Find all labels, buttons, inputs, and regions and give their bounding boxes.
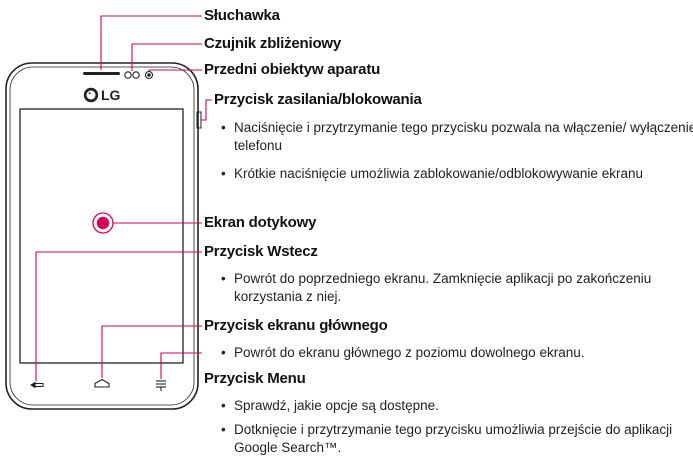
label-front-camera: Przedni obiektyw aparatu — [204, 61, 381, 78]
label-power-key: Przycisk zasilania/blokowania — [214, 91, 422, 108]
bullet-home-1: • Powrót do ekranu głównego z poziomu do… — [221, 344, 693, 362]
phone-screen — [19, 108, 184, 364]
menu-icon — [156, 380, 166, 391]
label-menu-key: Przycisk Menu — [204, 370, 306, 387]
bullet-menu-2: • Dotknięcie i przytrzymanie tego przyci… — [221, 421, 693, 457]
touch-target-icon — [92, 212, 114, 234]
bullet-dot: • — [221, 345, 226, 360]
front-camera — [144, 70, 154, 80]
lg-logo: LG — [83, 87, 121, 103]
bullet-dot: • — [221, 398, 226, 413]
label-back-key: Przycisk Wstecz — [204, 243, 318, 260]
label-earpiece: Słuchawka — [204, 7, 280, 24]
home-icon — [94, 378, 110, 388]
bullet-dot: • — [221, 120, 226, 135]
bullet-dot: • — [221, 166, 226, 181]
phone-body — [5, 62, 199, 410]
bullet-dot: • — [221, 422, 226, 437]
label-touch-screen: Ekran dotykowy — [204, 214, 317, 231]
bullet-text: Krótkie naciśnięcie umożliwia zablokowan… — [234, 166, 643, 181]
bullet-menu-1: • Sprawdź, jakie opcje są dostępne. — [221, 397, 693, 415]
label-home-key: Przycisk ekranu głównego — [204, 317, 388, 334]
bullet-text: Naciśnięcie i przytrzymanie tego przycis… — [234, 120, 693, 153]
bullet-power-2: • Krótkie naciśnięcie umożliwia zablokow… — [221, 165, 693, 183]
bullet-text: Powrót do poprzedniego ekranu. Zamknięci… — [234, 271, 652, 304]
label-proximity-sensor: Czujnik zbliżeniowy — [204, 35, 342, 52]
bullet-text: Dotknięcie i przytrzymanie tego przycisk… — [234, 422, 673, 455]
bullet-dot: • — [221, 271, 226, 286]
brand-text: LG — [101, 87, 121, 103]
bullet-back-1: • Powrót do poprzedniego ekranu. Zamknię… — [221, 270, 693, 306]
bullet-power-1: • Naciśnięcie i przytrzymanie tego przyc… — [221, 119, 693, 155]
leader-lines — [35, 15, 212, 381]
bullet-text: Sprawdź, jakie opcje są dostępne. — [234, 398, 439, 413]
back-arrow-icon — [30, 381, 44, 389]
bullet-text: Powrót do ekranu głównego z poziomu dowo… — [234, 345, 585, 360]
proximity-sensor — [124, 71, 140, 79]
earpiece — [83, 72, 120, 75]
